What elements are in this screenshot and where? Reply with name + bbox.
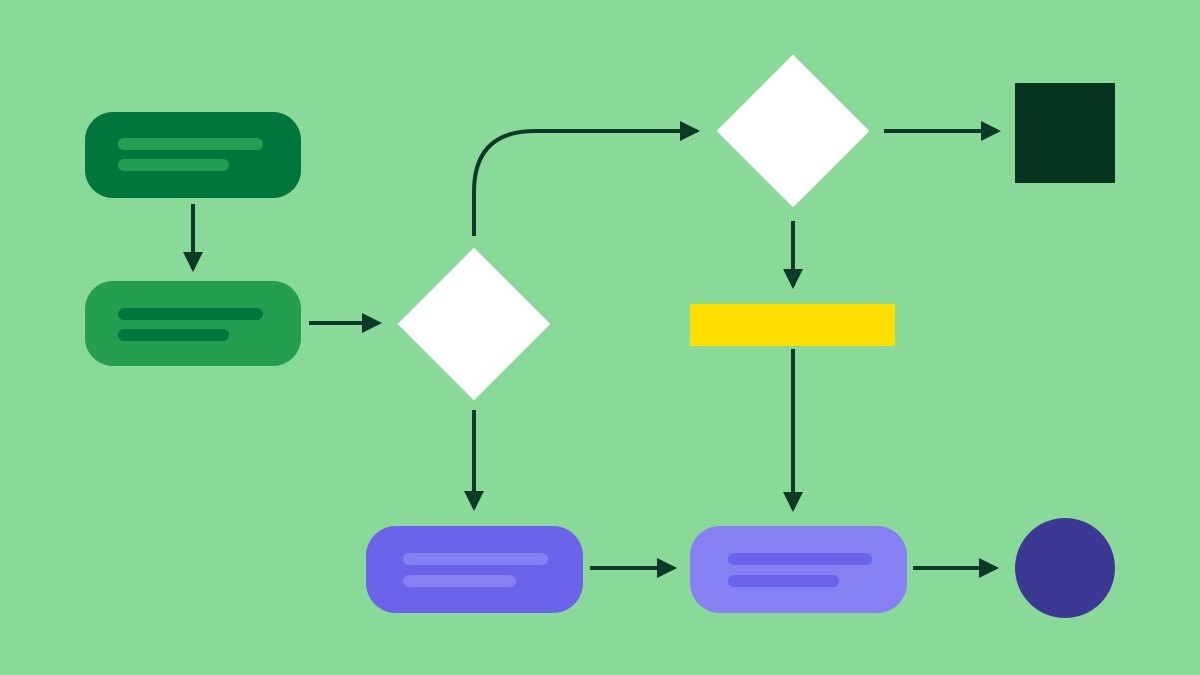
terminal-square-node bbox=[1015, 83, 1115, 183]
text-placeholder-line bbox=[118, 329, 229, 341]
text-placeholder-line bbox=[403, 575, 516, 587]
text-placeholder-line bbox=[728, 553, 872, 565]
terminal-circle-node bbox=[1015, 518, 1115, 618]
start-node bbox=[85, 112, 301, 198]
text-placeholder-line bbox=[118, 159, 229, 171]
text-placeholder-line bbox=[728, 575, 839, 587]
yellow-bar-node bbox=[690, 304, 895, 346]
text-placeholder-line bbox=[118, 308, 263, 320]
process-node-green bbox=[85, 281, 301, 366]
arrow-decision1-to-decision2-curved bbox=[472, 121, 700, 236]
text-placeholder-line bbox=[118, 138, 263, 150]
text-placeholder-line bbox=[403, 553, 548, 565]
process-node-purple-left bbox=[366, 526, 583, 613]
process-node-purple-right bbox=[690, 526, 907, 613]
